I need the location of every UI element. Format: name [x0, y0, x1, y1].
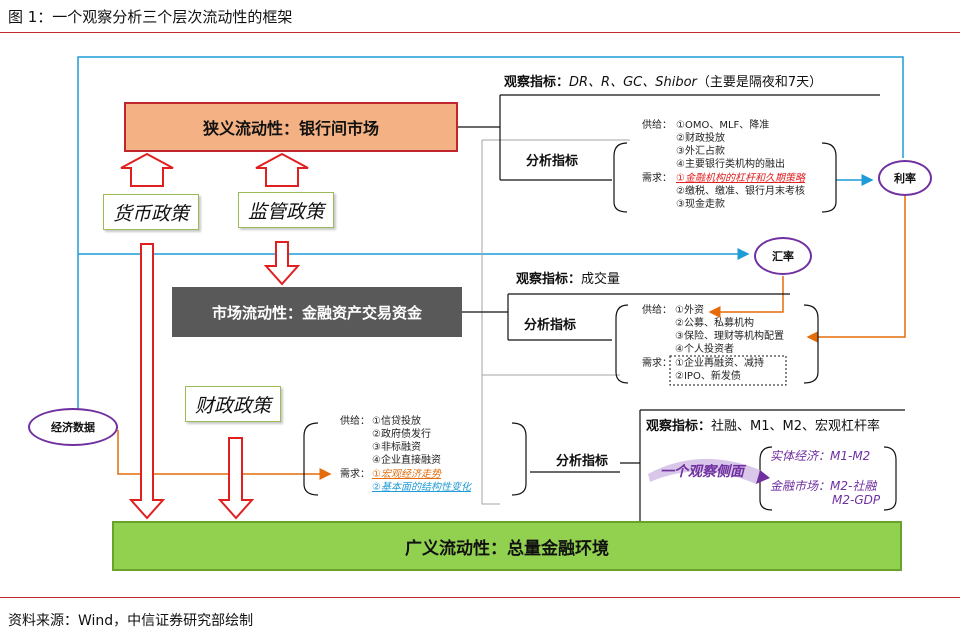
- bottom-rule: [0, 597, 960, 598]
- narrow-demand-label: 需求：: [642, 173, 672, 184]
- top-rule: [0, 32, 960, 33]
- narrow-observe-note: （主要是隔夜和7天）: [696, 75, 823, 90]
- narrow-supply-4: ④主要银行类机构的融出: [676, 159, 785, 170]
- source-note: 资料来源：Wind，中信证券研究部绘制: [8, 613, 254, 629]
- narrow-analysis-label: 分析指标: [526, 154, 579, 169]
- broad-demand-label: 需求：: [340, 469, 370, 480]
- narrow-liquidity-box: 狭义流动性：银行间市场: [124, 102, 458, 152]
- fx-ellipse: 汇率: [754, 237, 812, 275]
- lens-label: 一个观察侧面: [660, 464, 744, 480]
- red-block-arrows: [120, 152, 309, 520]
- lens-arrow: [648, 458, 770, 484]
- narrow-demand-3: ③现金走款: [676, 199, 725, 210]
- figure-title: 图 1：一个观察分析三个层次流动性的框架: [8, 8, 293, 26]
- gray-lines: [481, 139, 630, 505]
- econ-data-ellipse: 经济数据: [28, 408, 118, 446]
- monetary-policy-box: 货币政策: [103, 194, 199, 230]
- narrow-observe-label: 观察指标：: [504, 75, 570, 90]
- broad-liquidity-box: 广义流动性：总量金融环境: [112, 521, 902, 571]
- broad-observe-row: 观察指标：社融、M1、M2、宏观杠杆率: [646, 419, 880, 434]
- broad-supply-2: ②政府债发行: [372, 429, 431, 440]
- broad-observe-label: 观察指标：: [646, 419, 712, 434]
- narrow-observe-value: DR、R、GC、Shibor: [569, 75, 697, 90]
- broad-demand-1: ①宏观经济走势: [372, 469, 441, 480]
- market-analysis-label: 分析指标: [524, 318, 577, 333]
- narrow-supply-label: 供给：: [642, 120, 672, 131]
- market-supply-1: ①外资: [675, 305, 704, 316]
- broad-supply-4: ④企业直接融资: [372, 455, 441, 466]
- broad-observe-value: 社融、M1、M2、宏观杠杆率: [711, 419, 880, 434]
- fiscal-policy-box: 财政政策: [185, 386, 281, 422]
- rate-ellipse: 利率: [878, 160, 932, 196]
- broad-supply-label: 供给：: [340, 416, 370, 427]
- market-demand-1: ①企业再融资、减持: [675, 358, 764, 369]
- real-economy-indicator: 实体经济：M1-M2: [770, 449, 871, 463]
- econ-blue-lines: [77, 56, 904, 410]
- market-supply-3: ③保险、理财等机构配置: [675, 331, 784, 342]
- broad-demand-2: ②基本面的结构性变化: [372, 482, 471, 493]
- narrow-supply-1: ①OMO、MLF、降准: [676, 120, 770, 131]
- market-observe-label: 观察指标：: [516, 272, 582, 287]
- market-observe-value: 成交量: [581, 272, 621, 287]
- narrow-demand-1: ①金融机构的杠杆和久期策略: [676, 173, 805, 184]
- market-supply-label: 供给：: [642, 305, 672, 316]
- broad-supply-3: ③非标融资: [372, 442, 421, 453]
- narrow-demand-2: ②缴税、缴准、银行月末考核: [676, 186, 805, 197]
- market-observe-row: 观察指标：成交量: [516, 272, 621, 287]
- broad-analysis-label: 分析指标: [556, 454, 609, 469]
- market-supply-2: ②公募、私募机构: [675, 318, 754, 329]
- regulatory-policy-box: 监管政策: [238, 192, 334, 228]
- market-demand-dotted: [669, 355, 787, 386]
- broad-supply-1: ①信贷投放: [372, 416, 421, 427]
- fin-market-indicator-2: M2-GDP: [832, 493, 881, 507]
- narrow-supply-3: ③外汇占款: [676, 146, 725, 157]
- black-brackets: [303, 94, 905, 521]
- market-demand-label: 需求：: [642, 358, 672, 369]
- narrow-supply-2: ②财政投放: [676, 133, 725, 144]
- narrow-observe-row: 观察指标：DR、R、GC、Shibor（主要是隔夜和7天）: [504, 75, 823, 90]
- market-liquidity-box: 市场流动性：金融资产交易资金: [172, 287, 462, 337]
- orange-lines: [117, 196, 906, 480]
- market-demand-2: ②IPO、新发债: [675, 371, 741, 382]
- market-supply-4: ④个人投资者: [675, 344, 734, 355]
- fin-market-indicator: 金融市场：M2-社融: [770, 479, 877, 493]
